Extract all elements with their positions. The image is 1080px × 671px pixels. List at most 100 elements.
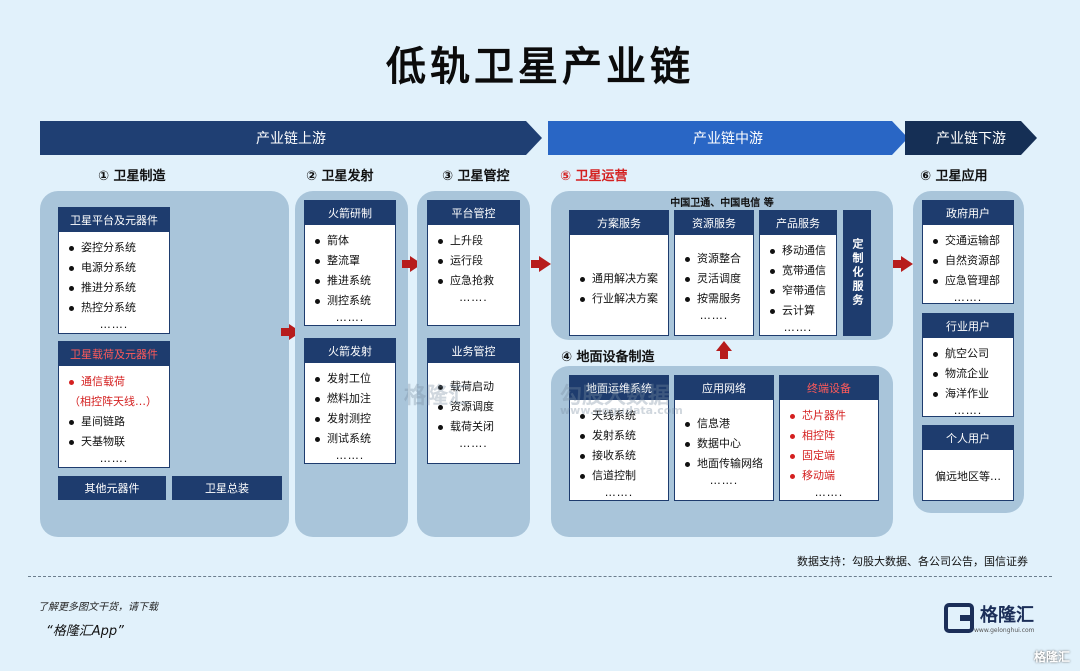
list-item: 发射工位 bbox=[305, 369, 395, 389]
list-item: 云计算 bbox=[760, 301, 836, 321]
box-title: 终端设备 bbox=[780, 376, 878, 400]
box-title: 产品服务 bbox=[760, 211, 836, 235]
business-control-box: 业务管控 载荷启动 资源调度 载荷关闭 ……. bbox=[427, 338, 520, 464]
platform-control-box: 平台管控 上升段 运行段 应急抢救 ……. bbox=[427, 200, 520, 326]
footer-divider bbox=[28, 576, 1052, 577]
list-item: 应急管理部 bbox=[923, 271, 1013, 291]
more-dots: ……. bbox=[99, 318, 129, 331]
operators-label: 中国卫通、中国电信 等 bbox=[670, 198, 774, 209]
arrow-right-icon bbox=[531, 256, 551, 272]
more-dots: ……. bbox=[953, 291, 983, 304]
box-title: 政府用户 bbox=[923, 201, 1013, 225]
list-item: 地面传输网络 bbox=[675, 454, 773, 474]
list-item: 灵活调度 bbox=[675, 269, 753, 289]
more-dots: ……. bbox=[814, 486, 844, 499]
list-item: 发射测控 bbox=[305, 409, 395, 429]
arrow-right-icon bbox=[893, 256, 913, 272]
list-item: 行业解决方案 bbox=[570, 289, 668, 309]
box-title: 资源服务 bbox=[675, 211, 753, 235]
list-item: 姿控分系统 bbox=[59, 238, 169, 258]
list-item: 资源调度 bbox=[428, 397, 519, 417]
section-label-ground: ④ 地面设备制造 bbox=[561, 350, 655, 365]
rocket-launch-box: 火箭发射 发射工位 燃料加注 发射测控 测试系统 ……. bbox=[304, 338, 396, 464]
list-item: 宽带通信 bbox=[760, 261, 836, 281]
footer-app-name: “格隆汇App” bbox=[46, 624, 124, 639]
list-item: 相控阵 bbox=[780, 426, 878, 446]
terminal-device-box: 终端设备 芯片器件 相控阵 固定端 移动端 ……. bbox=[779, 375, 879, 501]
section-label-operation: ⑤ 卫星运营 bbox=[560, 169, 628, 184]
personal-users-box: 个人用户 偏远地区等… bbox=[922, 425, 1014, 501]
more-dots: ……. bbox=[99, 452, 129, 465]
list-item: 应急抢救 bbox=[428, 271, 519, 291]
more-dots: ……. bbox=[699, 309, 729, 322]
list-item: 运行段 bbox=[428, 251, 519, 271]
list-item: 芯片器件 bbox=[780, 406, 878, 426]
box-title: 平台管控 bbox=[428, 201, 519, 225]
list-item: 移动端 bbox=[780, 466, 878, 486]
footer-promo-line: 了解更多图文干货，请下载 bbox=[38, 602, 158, 613]
list-item: 通用解决方案 bbox=[570, 269, 668, 289]
application-network-box: 应用网络 信息港 数据中心 地面传输网络 ……. bbox=[674, 375, 774, 501]
other-components-box: 其他元器件 bbox=[58, 476, 166, 500]
section-label-launch: ② 卫星发射 bbox=[306, 169, 374, 184]
brand-logo: 格隆汇 www.gelonghui.com bbox=[944, 601, 1035, 634]
industry-users-box: 行业用户 航空公司 物流企业 海洋作业 ……. bbox=[922, 313, 1014, 417]
box-title: 业务管控 bbox=[428, 339, 519, 363]
list-item: 测控系统 bbox=[305, 291, 395, 311]
list-item: 推进分系统 bbox=[59, 278, 169, 298]
section-label-manufacturing: ① 卫星制造 bbox=[98, 169, 166, 184]
box-title: 卫星平台及元器件 bbox=[59, 208, 169, 232]
list-item: 上升段 bbox=[428, 231, 519, 251]
list-item: 推进系统 bbox=[305, 271, 395, 291]
payload-components-box: 卫星载荷及元器件 通信载荷 （相控阵天线…） 星间链路 天基物联 ……. bbox=[58, 341, 170, 468]
page-title: 低轨卫星产业链 bbox=[386, 44, 694, 90]
list-item: 接收系统 bbox=[570, 446, 668, 466]
list-item: 信息港 bbox=[675, 414, 773, 434]
data-source: 数据支持：勾股大数据、各公司公告，国信证券 bbox=[797, 555, 1028, 568]
box-title: 方案服务 bbox=[570, 211, 668, 235]
list-item: 偏远地区等… bbox=[935, 470, 1001, 483]
list-item-highlight: 通信载荷 bbox=[59, 372, 169, 392]
list-item: 海洋作业 bbox=[923, 384, 1013, 404]
list-item: 电源分系统 bbox=[59, 258, 169, 278]
solution-service-box: 方案服务 通用解决方案 行业解决方案 bbox=[569, 210, 669, 336]
more-dots: ……. bbox=[459, 437, 488, 450]
more-dots: ……. bbox=[459, 291, 488, 304]
banner-downstream: 产业链下游 bbox=[905, 121, 1037, 155]
more-dots: ……. bbox=[709, 474, 739, 487]
list-item: 星间链路 bbox=[59, 412, 169, 432]
more-dots: ……. bbox=[783, 321, 813, 334]
box-title: 行业用户 bbox=[923, 314, 1013, 338]
list-item: 整流罩 bbox=[305, 251, 395, 271]
more-dots: ……. bbox=[953, 404, 983, 417]
section-label-control: ③ 卫星管控 bbox=[442, 169, 510, 184]
box-title: 个人用户 bbox=[923, 426, 1013, 450]
list-item: 发射系统 bbox=[570, 426, 668, 446]
more-dots: ……. bbox=[335, 311, 365, 324]
watermark-text: 勾股大数据 bbox=[560, 384, 671, 409]
ground-maintenance-box: 地面运维系统 天线系统 发射系统 接收系统 信道控制 ……. bbox=[569, 375, 669, 501]
more-dots: ……. bbox=[335, 449, 365, 462]
box-title: 火箭发射 bbox=[305, 339, 395, 363]
platform-components-box: 卫星平台及元器件 姿控分系统 电源分系统 推进分系统 热控分系统 ……. bbox=[58, 207, 170, 334]
rocket-dev-box: 火箭研制 箭体 整流罩 推进系统 测控系统 ……. bbox=[304, 200, 396, 326]
list-item: 载荷关闭 bbox=[428, 417, 519, 437]
banner-midstream: 产业链中游 bbox=[548, 121, 908, 155]
list-item: 数据中心 bbox=[675, 434, 773, 454]
logo-text: 格隆汇 bbox=[980, 605, 1034, 626]
list-item: 载荷启动 bbox=[428, 377, 519, 397]
list-item: 测试系统 bbox=[305, 429, 395, 449]
box-title: 卫星载荷及元器件 bbox=[59, 342, 169, 366]
list-item: 自然资源部 bbox=[923, 251, 1013, 271]
list-item: 交通运输部 bbox=[923, 231, 1013, 251]
corner-watermark: 格隆汇 bbox=[1033, 650, 1070, 664]
list-item: 资源整合 bbox=[675, 249, 753, 269]
product-service-box: 产品服务 移动通信 宽带通信 窄带通信 云计算 ……. bbox=[759, 210, 837, 336]
watermark-url: www.gogudata.com bbox=[560, 404, 683, 417]
list-item: 物流企业 bbox=[923, 364, 1013, 384]
list-item: 箭体 bbox=[305, 231, 395, 251]
logo-url: www.gelonghui.com bbox=[974, 627, 1035, 634]
more-dots: ……. bbox=[604, 486, 634, 499]
list-item: 热控分系统 bbox=[59, 298, 169, 318]
list-item: 航空公司 bbox=[923, 344, 1013, 364]
